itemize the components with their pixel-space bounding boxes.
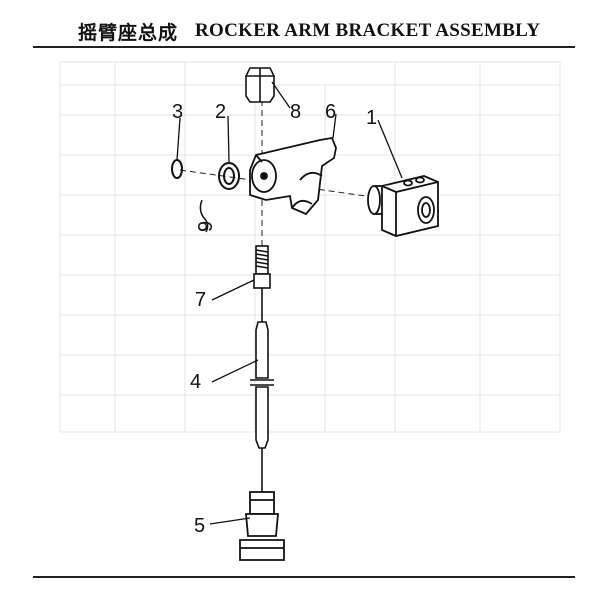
callout-7: 7	[195, 289, 206, 311]
page-title-chinese: 摇臂座总成	[78, 22, 179, 44]
page-title-english: ROCKER ARM BRACKET ASSEMBLY	[195, 20, 541, 41]
part-2-washer	[218, 162, 240, 190]
callout-4: 4	[190, 371, 201, 393]
callout-5: 5	[194, 515, 205, 537]
bleed-through-table	[59, 61, 561, 433]
part-7-adjusting-screw	[253, 245, 271, 289]
part-8-nut	[245, 67, 275, 103]
part-5-tappet	[239, 491, 285, 561]
part-9-pin	[199, 199, 209, 233]
callout-1: 1	[366, 107, 377, 129]
part-1-bracket	[367, 175, 439, 237]
callout-8: 8	[290, 101, 301, 123]
callout-6: 6	[325, 101, 336, 123]
callout-3: 3	[172, 101, 183, 123]
top-rule	[33, 46, 575, 48]
part-4-push-rod	[250, 288, 274, 492]
part-3-snap-ring	[171, 159, 183, 179]
callout-9: 9	[195, 221, 217, 232]
bottom-rule	[33, 576, 575, 578]
leader-lines	[176, 81, 403, 525]
callout-2: 2	[215, 101, 226, 123]
part-6-rocker-arm	[249, 136, 337, 216]
